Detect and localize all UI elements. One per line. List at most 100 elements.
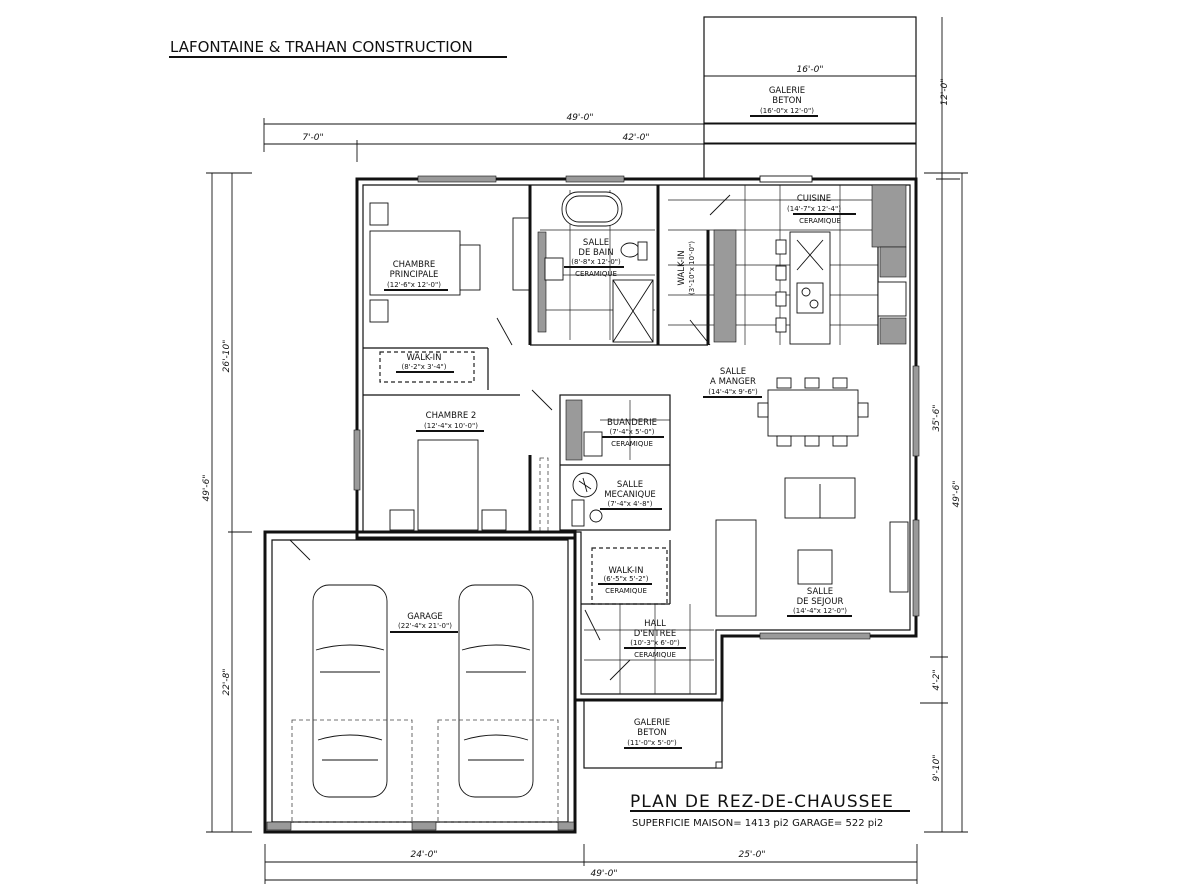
svg-text:(7'-4"x 4'-8"): (7'-4"x 4'-8") xyxy=(608,500,653,508)
dim-left-upper: 26'-10" xyxy=(222,340,232,373)
plan-surface: SUPERFICIE MAISON= 1413 pi2 GARAGE= 522 … xyxy=(632,818,883,829)
svg-text:(6'-5"x 5'-2"): (6'-5"x 5'-2") xyxy=(604,575,649,583)
dim-top-house: 42'-0" xyxy=(622,133,649,143)
svg-text:BUANDERIE: BUANDERIE xyxy=(607,418,657,428)
svg-text:(14'-4"x 12'-0"): (14'-4"x 12'-0") xyxy=(793,607,847,615)
label-salle-a-manger: SALLE A MANGER (14'-4"x 9'-6") xyxy=(703,367,762,398)
dim-bottom-left: 24'-0" xyxy=(410,850,437,860)
svg-text:SALLE: SALLE xyxy=(720,367,746,377)
dim-bottom-total: 49'-0" xyxy=(590,869,617,879)
dim-galerie-depth: 12'-0" xyxy=(936,17,960,180)
svg-text:CERAMIQUE: CERAMIQUE xyxy=(611,440,653,448)
chair-icon xyxy=(757,402,769,418)
svg-text:(8'-8"x 12'-0"): (8'-8"x 12'-0") xyxy=(571,258,621,266)
door-icon xyxy=(531,389,553,411)
stool-icon xyxy=(775,291,787,307)
svg-text:BETON: BETON xyxy=(637,728,666,738)
svg-text:WALK-IN: WALK-IN xyxy=(406,353,441,363)
doors xyxy=(289,194,731,681)
dim-left-total: 49'-6" xyxy=(202,474,212,501)
svg-text:CHAMBRE: CHAMBRE xyxy=(393,260,436,270)
dim-top-total: 49'-0" xyxy=(566,113,593,123)
chair-icon xyxy=(776,377,792,389)
bed-icon xyxy=(369,230,461,296)
door-icon xyxy=(289,539,311,561)
svg-text:SALLE: SALLE xyxy=(583,238,609,248)
left-dimensions: 49'-6" 26'-10" 22'-8" xyxy=(202,172,252,833)
dim-right-total: 49'-6" xyxy=(952,480,962,507)
door-icon xyxy=(709,194,731,216)
laundry-counter-icon xyxy=(565,399,583,461)
dim-right-lower: 9'-10" xyxy=(932,754,942,781)
sink-icon xyxy=(796,282,824,314)
room-labels: CHAMBRE PRINCIPALE (12'-6"x 12'-0") SALL… xyxy=(384,194,856,749)
svg-text:CERAMIQUE: CERAMIQUE xyxy=(575,270,617,278)
svg-text:CERAMIQUE: CERAMIQUE xyxy=(605,587,647,595)
label-walk-in-chambre: WALK-IN (8'-2"x 3'-4") xyxy=(396,353,454,373)
living-furniture xyxy=(715,477,909,617)
dim-bottom-right: 25'-0" xyxy=(738,850,765,860)
chair-icon xyxy=(776,435,792,447)
label-chambre-2: CHAMBRE 2 (12'-4"x 10'-0") xyxy=(416,411,484,432)
chair-icon xyxy=(804,377,820,389)
svg-text:DE SEJOUR: DE SEJOUR xyxy=(797,597,844,607)
dim-right-mid: 4'-2" xyxy=(932,669,942,690)
svg-text:(12'-4"x 10'-0"): (12'-4"x 10'-0") xyxy=(424,422,478,430)
garage xyxy=(263,530,577,834)
toilet-icon xyxy=(620,242,640,258)
tv-unit-icon xyxy=(889,521,909,593)
dim-left-lower: 22'-8" xyxy=(222,668,232,695)
label-walk-in-cuisine: WALK-IN (3'-10"x 10'-0") xyxy=(677,241,696,295)
bed-icon xyxy=(417,439,479,531)
stool-icon xyxy=(775,239,787,255)
interior-walls xyxy=(363,185,879,605)
label-walk-in-entree: WALK-IN (6'-5"x 5'-2") CERAMIQUE xyxy=(598,566,652,595)
cabinet-icon xyxy=(871,184,907,248)
label-salle-mecanique: SALLE MECANIQUE (7'-4"x 4'-8") xyxy=(600,480,662,510)
label-chambre-principale: CHAMBRE PRINCIPALE (12'-6"x 12'-0") xyxy=(384,260,448,291)
svg-text:SALLE: SALLE xyxy=(807,587,833,597)
svg-text:BETON: BETON xyxy=(772,96,801,106)
nightstand-icon xyxy=(369,202,389,226)
sofa-icon xyxy=(715,519,757,617)
svg-text:SALLE: SALLE xyxy=(617,480,643,490)
master-bedroom-furniture xyxy=(369,202,530,323)
vanity-icon xyxy=(537,231,547,333)
galerie-avant xyxy=(583,699,723,769)
nightstand-icon xyxy=(369,299,389,323)
label-salle-de-sejour: SALLE DE SEJOUR (14'-4"x 12'-0") xyxy=(787,587,852,617)
svg-text:(11'-0"x 5'-0"): (11'-0"x 5'-0") xyxy=(627,739,677,747)
label-garage: GARAGE (22'-4"x 21'-0") xyxy=(390,612,458,633)
svg-text:(22'-4"x 21'-0"): (22'-4"x 21'-0") xyxy=(398,622,452,630)
car-icon xyxy=(458,584,534,798)
stool-icon xyxy=(775,317,787,333)
svg-text:12'-0": 12'-0" xyxy=(940,78,950,105)
svg-text:WALK-IN: WALK-IN xyxy=(677,250,687,285)
svg-text:GALERIE: GALERIE xyxy=(769,86,805,96)
svg-text:(14'-4"x 9'-6"): (14'-4"x 9'-6") xyxy=(708,388,758,396)
dining-table-icon xyxy=(767,389,859,437)
pantry-shelving-icon xyxy=(713,229,737,343)
laundry-mech-fixtures xyxy=(565,399,603,527)
label-hall-entree: HALL D'ENTREE (10'-3"x 6'-0") CERAMIQUE xyxy=(624,619,686,659)
plan-title: PLAN DE REZ-DE-CHAUSSEE xyxy=(630,792,894,812)
stool-icon xyxy=(775,265,787,281)
dim-galerie-width: 16'-0" xyxy=(796,65,823,75)
water-heater-icon xyxy=(571,499,585,527)
sink-icon xyxy=(544,257,564,281)
svg-text:DE BAIN: DE BAIN xyxy=(578,248,613,258)
galerie-arriere: 16'-0" GALERIE BETON (16'-0"x 12'-0") xyxy=(703,16,917,180)
garage-door-outline xyxy=(291,719,413,823)
svg-text:D'ENTREE: D'ENTREE xyxy=(634,629,676,639)
label-galerie-avant: GALERIE BETON (11'-0"x 5'-0") xyxy=(624,718,682,749)
door-icon xyxy=(584,609,601,641)
svg-text:(10'-3"x 6'-0"): (10'-3"x 6'-0") xyxy=(630,639,680,647)
label-buanderie: BUANDERIE (7'-4"x 5'-0") CERAMIQUE xyxy=(602,418,664,448)
door-icon xyxy=(689,319,711,346)
right-dimensions: 35'-6" 49'-6" 4'-2" 9'-10" xyxy=(920,172,968,833)
chair-icon xyxy=(804,435,820,447)
plan-title-block: PLAN DE REZ-DE-CHAUSSEE SUPERFICIE MAISO… xyxy=(630,792,910,829)
label-cuisine: CUISINE (14'-7"x 12'-4") CERAMIQUE xyxy=(787,194,856,225)
company-header: LAFONTAINE & TRAHAN CONSTRUCTION xyxy=(169,38,507,58)
label-salle-de-bain: SALLE DE BAIN (8'-8"x 12'-0") CERAMIQUE xyxy=(564,238,624,278)
